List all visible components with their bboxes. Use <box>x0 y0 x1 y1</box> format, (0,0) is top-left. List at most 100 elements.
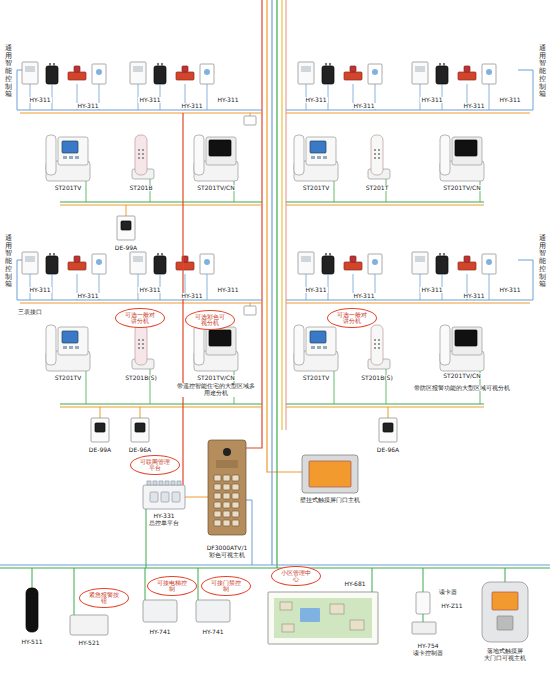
wire <box>286 202 484 203</box>
device-label: ST201TV/CN <box>196 375 235 382</box>
device-part <box>138 347 140 349</box>
sensor <box>486 259 492 265</box>
device-part <box>374 339 376 341</box>
terminal <box>159 481 163 485</box>
phone-screen <box>455 140 477 156</box>
valve-head <box>74 66 80 72</box>
device-label: 三表接口 <box>17 309 43 316</box>
wire <box>20 303 262 304</box>
device-label: HY-311 <box>28 287 51 294</box>
door-station <box>208 440 246 535</box>
valve-head <box>350 66 356 72</box>
device-label: 带防区报警功能的大型区域可视分机 <box>406 385 518 392</box>
handset <box>371 325 383 365</box>
device-part <box>323 156 327 159</box>
control-box <box>22 62 38 84</box>
device-label: HY-311 <box>352 103 375 110</box>
touch-screen <box>309 461 351 487</box>
device-label: HY-311 <box>138 97 161 104</box>
device-part <box>69 346 73 349</box>
wire <box>250 303 251 306</box>
handset <box>194 325 204 365</box>
device-part <box>439 63 441 66</box>
sensor <box>204 259 210 265</box>
wire <box>0 564 550 565</box>
junction-box <box>244 306 256 315</box>
device-part <box>443 63 445 66</box>
wire <box>271 0 272 430</box>
wire <box>286 110 533 111</box>
device-part <box>329 253 331 256</box>
handset <box>135 135 147 175</box>
terminal <box>147 481 151 485</box>
map-ground <box>274 598 372 638</box>
device-label: DE-99A <box>88 447 112 454</box>
wire <box>285 0 286 430</box>
power-adapter <box>322 66 334 84</box>
sensor-plate <box>200 254 214 274</box>
device-label: ST201TV <box>302 375 331 382</box>
callout-bubble: 可选一般对讲分机 <box>115 308 165 329</box>
valve-head <box>464 256 470 262</box>
device-part <box>25 66 35 72</box>
phone-panel <box>58 137 88 165</box>
device-label: 读卡器 <box>438 589 458 596</box>
power-adapter <box>154 66 166 84</box>
vertical-label: 通用智能控制箱 <box>539 45 546 99</box>
valve <box>68 262 86 270</box>
callout-bubble: 可选彩色可视分机 <box>185 310 235 331</box>
device-label: 带遥控智能住宅的大型区域多用途分机 <box>175 383 257 397</box>
door-plate <box>117 216 135 240</box>
wire <box>86 179 87 202</box>
device-part <box>25 256 35 262</box>
sensor-plate <box>200 64 214 84</box>
relay <box>172 492 180 502</box>
wire <box>518 70 533 71</box>
sensor-plate <box>368 254 382 274</box>
device-label: HY-681 <box>343 581 366 588</box>
map-building <box>282 624 294 632</box>
device-part <box>311 346 315 349</box>
callout-bubble: 紧急报警按钮 <box>79 588 129 609</box>
power-adapter <box>154 256 166 274</box>
device-part <box>378 347 380 349</box>
keypad-button <box>214 475 221 481</box>
device-label: HY-311 <box>420 97 443 104</box>
keypad-button <box>223 502 230 508</box>
camera-lens <box>223 448 231 456</box>
callout-bubble: 可选一般对讲分机 <box>327 308 377 329</box>
device-part <box>301 66 311 72</box>
handset <box>194 135 204 175</box>
wire <box>60 205 262 206</box>
callout-text: 可选彩色可视分机 <box>195 314 225 326</box>
wire <box>246 430 262 448</box>
handset <box>440 325 450 365</box>
wire <box>276 0 277 430</box>
power-adapter <box>46 66 58 84</box>
handset <box>440 135 450 175</box>
device-label: DE-99A <box>114 245 138 252</box>
sensor <box>204 69 210 75</box>
device-label: ST201TV <box>54 185 83 192</box>
device-part <box>161 63 163 66</box>
keypad-button <box>214 484 221 490</box>
device-label: HY-311 <box>216 97 239 104</box>
phone-panel <box>306 137 336 165</box>
touch-screen <box>492 592 518 610</box>
wire <box>126 205 127 216</box>
device-label: ST201B(S) <box>360 375 394 382</box>
phone-panel <box>206 137 236 165</box>
device-part <box>75 346 79 349</box>
device-label: ST201T <box>365 185 390 192</box>
junction-box <box>244 116 256 125</box>
wire <box>286 113 530 114</box>
keypad-button <box>223 475 230 481</box>
device-label: ST201B(S) <box>124 375 158 382</box>
wire <box>489 84 490 110</box>
device-label: HY-311 <box>138 287 161 294</box>
device-part <box>374 157 376 159</box>
wire <box>86 369 87 404</box>
wire <box>60 202 262 203</box>
map-board <box>268 592 378 644</box>
sensor-plate <box>92 64 106 84</box>
